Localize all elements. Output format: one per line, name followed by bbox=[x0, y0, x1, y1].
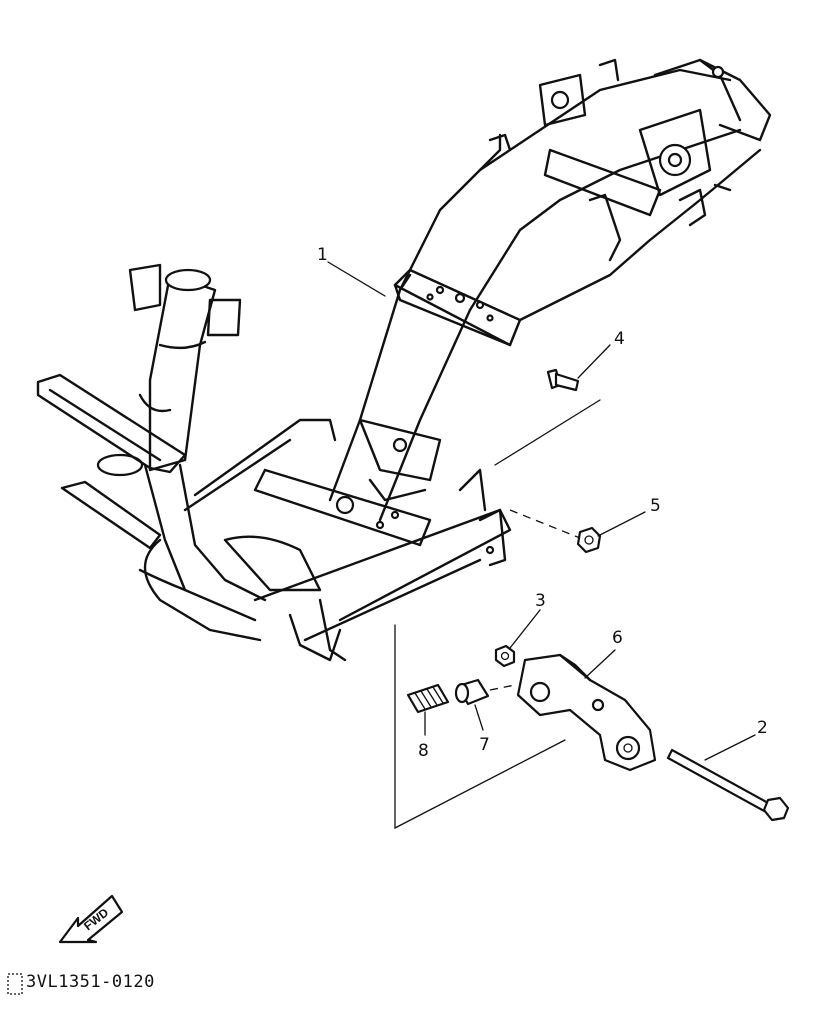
callout-5: 5 bbox=[650, 496, 661, 516]
collar-part-7 bbox=[454, 678, 490, 706]
callout-6: 6 bbox=[612, 628, 623, 648]
engine-bracket-part-6 bbox=[516, 653, 657, 772]
callout-2: 2 bbox=[757, 718, 768, 738]
callout-4: 4 bbox=[614, 329, 625, 349]
drawing-code: 3VL1351-0120 bbox=[26, 972, 155, 992]
callout-labels: 1 2 3 4 5 6 7 8 bbox=[317, 245, 768, 761]
callout-1: 1 bbox=[317, 245, 328, 265]
long-bolt-part-2 bbox=[666, 748, 790, 822]
bolt-part-4 bbox=[546, 368, 580, 392]
callout-8: 8 bbox=[418, 741, 429, 761]
nut-part-5 bbox=[576, 526, 602, 554]
frame-drawing bbox=[36, 58, 772, 662]
nut-part-3 bbox=[494, 644, 516, 668]
leader-lines bbox=[327, 261, 756, 830]
callout-3: 3 bbox=[535, 591, 546, 611]
fwd-arrow-icon: FWD bbox=[58, 894, 124, 944]
callout-7: 7 bbox=[479, 735, 490, 755]
drawing-code-block: 3VL1351-0120 bbox=[7, 972, 155, 995]
bushing-part-8 bbox=[406, 683, 450, 714]
